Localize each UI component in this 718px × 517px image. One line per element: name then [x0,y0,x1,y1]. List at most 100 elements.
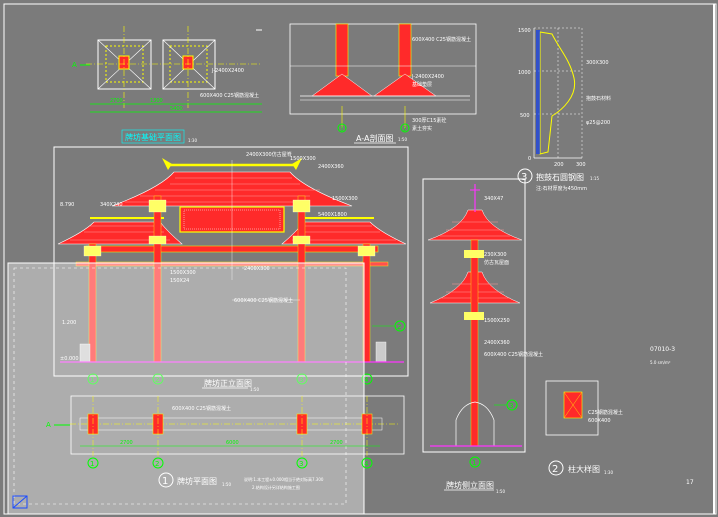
drum-detail-number: 3 [521,172,527,183]
foundation-title: 牌坊基础平面图 [125,132,181,142]
capital-4 [357,245,376,257]
plan-frame [70,395,405,455]
elev-note-2: 1500X300 [290,156,316,162]
drum-detail-scale: 1:15 [590,176,599,181]
plan-title-bubble [158,472,174,488]
elev-axis-4: 4 [364,376,369,384]
section-column-left [335,23,349,77]
elev-axis-bubble-2 [152,373,164,385]
column-detail-title: 柱大样图 [568,464,600,474]
drum-stone-outline [539,31,576,155]
column-detail-number: 2 [552,464,558,475]
section-axis-bubble-2 [400,123,410,133]
drum-detail-note: 注:石材厚度为450mm [536,185,587,192]
elev-note-4: 1500X300 [332,196,358,202]
drum-note-1: 300X300 [586,60,609,66]
footing-plan-left [97,39,152,90]
elev-title: 牌坊正立面图 [204,378,252,388]
section-note-5: 素土夯实 [412,125,432,132]
page-number: 17 [686,479,694,486]
section-column-right [398,23,412,77]
side-axis: 1 [472,459,476,467]
foundation-title-box [121,129,185,144]
plan-axis-3: 3 [299,460,303,468]
side-callout: 3 [509,402,513,410]
plan-dim-3: 2700 [330,440,343,446]
selection-inner-dashed [13,267,347,505]
column-detail-frame [545,380,599,436]
elev-note-8: 2400X300 [244,266,270,272]
side-note-4: 1500X250 [484,318,510,324]
elev-axis-bubble-1 [87,373,99,385]
bracket-2 [148,235,167,245]
plan-scale: 1:50 [222,482,231,487]
elev-note-7: 600X400 C25钢筋混凝土 [234,297,293,304]
section-note-2: J-2400X2400 [411,74,444,80]
side-note-5: 2400X360 [484,340,510,346]
elev-axis-3: 3 [299,376,303,384]
plan-dim-2: 6000 [226,440,239,446]
column-detail-note-2: 600X400 [588,418,611,424]
side-roof-upper [427,209,523,241]
plan-title: 牌坊平面图 [177,476,217,486]
side-scale: 1:50 [496,489,505,494]
foundation-plans: 2700 1300 5400 A J-2400X2400 600X400 C25… [72,26,262,113]
elev-note-5: 5400X1800 [318,212,347,218]
elev-callout: 2 [397,323,401,331]
plan-axis-bubble-4 [361,457,373,469]
plan-title-number: 1 [162,476,168,487]
drum-tick-500: 500 [520,113,530,119]
plan-section-mark: A [46,421,51,429]
selection-overlay[interactable] [7,262,365,515]
section-note-3: 基础垫层 [412,81,432,88]
side-bracket-1 [464,250,484,258]
elev-note-1: 2400X300仿古屋脊 [246,151,292,158]
section-axis-2: 2 [403,126,407,133]
plan-axis-bubble-3 [296,457,308,469]
elev-note-3: 2400X360 [318,164,344,170]
side-note-1: 340X47 [484,196,503,202]
plan-dim-1: 2700 [120,440,133,446]
drum-note-2: 抱鼓石材料 [586,95,611,102]
section-frame [289,23,477,115]
side-bracket-2 [464,312,484,320]
column-detail-note-1: C25钢筋混凝土 [588,409,623,416]
plan-note-1: 说明:1.本工程±0.000相当于绝对标高7.300 [244,476,324,482]
drawing-sub: 5.0 sm/m² [650,360,671,365]
plan-axis-1: 1 [90,460,94,468]
central-roof-tiles [125,177,320,203]
drawing-number: 07010-3 [650,346,675,353]
section-footing-left [311,73,373,97]
elev-axis-bubble-4 [361,373,373,385]
side-note-3: 仿古瓦屋面 [484,259,509,266]
elev-note-10: 150X24 [170,278,189,284]
elev-axis-2: 2 [155,376,159,384]
column-detail-bubble [548,460,564,476]
side-note-6: 600X400 C25钢筋混凝土 [484,351,543,358]
capital-1 [83,245,102,257]
side-roof-tiles [70,225,396,241]
footing-pad-right [169,45,208,83]
section-title: A-A剖面图 [356,133,393,143]
elevation-frame [53,146,409,377]
side-roof-right [281,221,407,245]
plan-axis-4: 4 [364,460,369,468]
dim-1300: 1300 [150,98,163,104]
bracket-3 [292,235,311,245]
side-axis-bubble [469,456,481,468]
drum-stone-right [375,341,387,363]
ucs-icon [12,495,28,509]
elev-axis-bubble-3 [296,373,308,385]
foundation-scale: 1:30 [188,138,197,143]
column-detail-scale: 1:30 [604,470,613,475]
elev-scale: 1:50 [250,387,259,392]
drum-note-3: φ25@200 [586,120,610,126]
plan-axis-bubble-1 [87,457,99,469]
section-aa: 1 2 600X400 C25钢筋混凝土 J-2400X2400 基础垫层 30… [289,23,477,144]
section-axis-1: 1 [340,126,344,133]
ucs-icon-diagonal [12,495,28,509]
footing-note-2: 600X400 C25钢筋混凝土 [200,92,259,99]
drum-stone-edge [536,30,540,154]
drum-stone-detail: 1500 1000 500 0 200 300 300X300 抱鼓石材料 φ2… [517,27,611,192]
